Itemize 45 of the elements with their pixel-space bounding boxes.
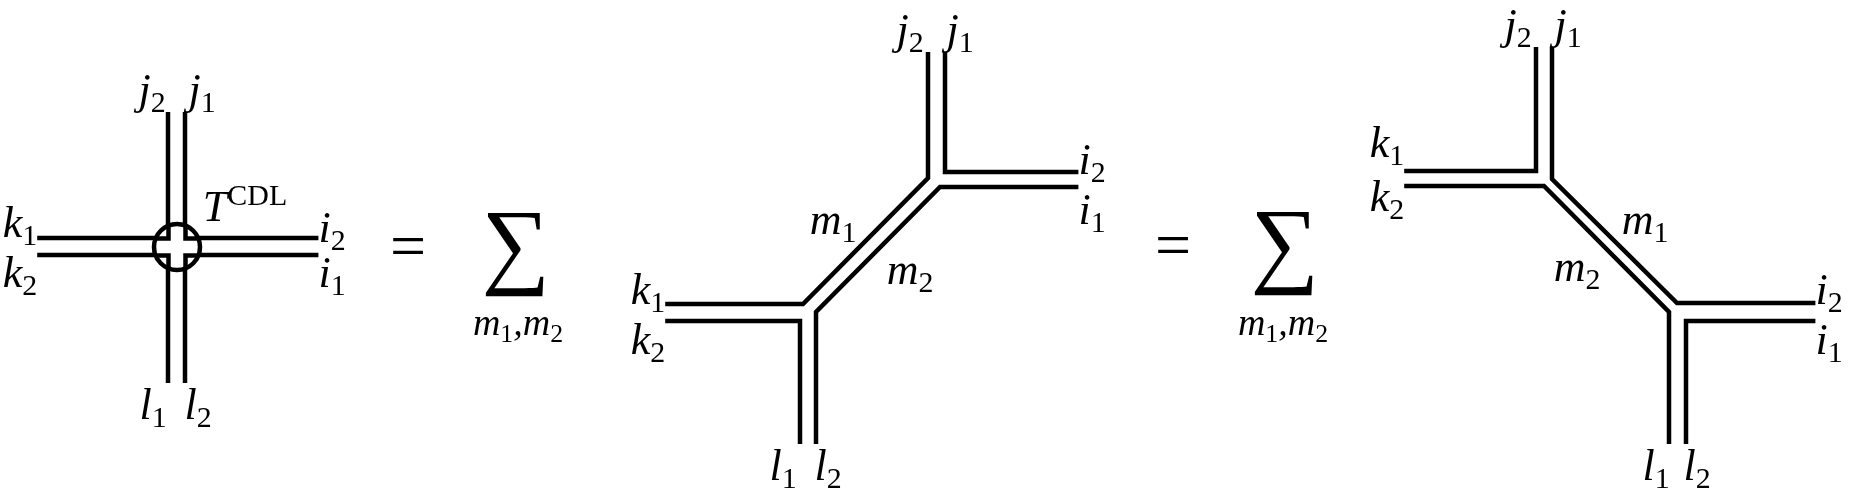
edge-label: m$_{1}$ [809, 198, 857, 242]
index-line [37, 235, 156, 241]
summation-index: m$_{1}$,m$_{2}$ [472, 303, 564, 341]
index-label: k$_{1}$ [1369, 121, 1405, 165]
index-line [942, 52, 1079, 175]
index-label: k$_{2}$ [1369, 175, 1405, 219]
edge-label: m$_{2}$ [1553, 245, 1601, 289]
index-line [813, 184, 1079, 444]
index-label: l$_{1}$ [1642, 444, 1670, 488]
index-line [665, 318, 803, 444]
index-line [1404, 47, 1539, 174]
index-label: l$_{1}$ [139, 383, 167, 427]
index-line [37, 252, 156, 258]
index-line [665, 52, 931, 307]
index-label: i$_{2}$ [1815, 268, 1843, 312]
index-label: l$_{2}$ [814, 444, 842, 488]
index-label: l$_{1}$ [769, 444, 797, 488]
index-line [1549, 47, 1816, 306]
index-line [165, 267, 171, 383]
index-label: l$_{2}$ [1683, 444, 1711, 488]
index-label: i$_{2}$ [318, 206, 346, 250]
summation-sign: ∑ [1249, 188, 1321, 298]
index-label: i$_{1}$ [318, 251, 346, 295]
index-label: i$_{2}$ [1078, 138, 1106, 182]
edge-label: m$_{2}$ [886, 248, 934, 292]
summation-sign: ∑ [480, 189, 552, 299]
index-label: k$_{2}$ [630, 318, 666, 362]
index-line [182, 267, 188, 383]
index-line [197, 252, 319, 258]
index-line [165, 112, 171, 226]
index-line [197, 235, 319, 241]
equals-sign: = [1154, 213, 1192, 277]
index-line [1404, 183, 1672, 444]
index-label: i$_{1}$ [1815, 318, 1843, 362]
edge-label: m$_{1}$ [1621, 198, 1669, 242]
equals-sign: = [389, 214, 427, 278]
index-line [1683, 318, 1816, 444]
index-label: l$_{2}$ [184, 383, 212, 427]
index-label: i$_{1}$ [1078, 188, 1106, 232]
tensor-label: T$^{CDL}$ [202, 185, 288, 229]
index-label: k$_{1}$ [2, 201, 38, 245]
summation-index: m$_{1}$,m$_{2}$ [1237, 303, 1329, 341]
index-line [182, 112, 188, 226]
index-label: k$_{1}$ [630, 268, 666, 312]
index-label: k$_{2}$ [2, 251, 38, 295]
